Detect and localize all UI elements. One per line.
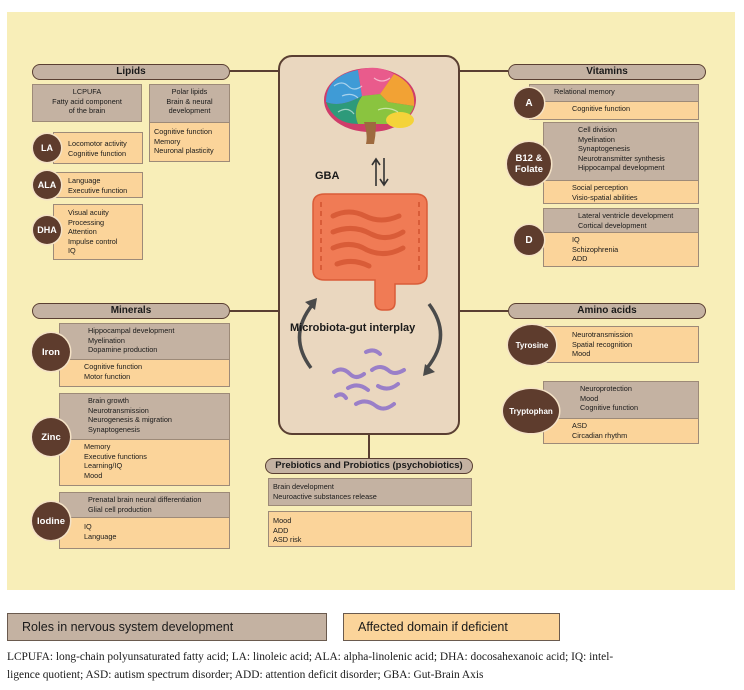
footnote-line-1: LCPUFA: long-chain polyunsaturated fatty… [7, 651, 614, 663]
vitamin-a-circle: A [514, 88, 544, 118]
la-deficit-box: Locomotor activity Cognitive function [53, 132, 143, 164]
brain-icon [324, 67, 416, 144]
probiotics-header: Prebiotics and Probiotics (psychobiotics… [265, 458, 473, 474]
tryptophan-box: Neuroprotection Mood Cognitive function … [543, 381, 699, 444]
amino-acids-header: Amino acids [508, 303, 706, 319]
iodine-circle: Iodine [32, 502, 70, 540]
la-circle: LA [33, 134, 61, 162]
zinc-circle: Zinc [32, 418, 70, 456]
lipids-header: Lipids [32, 64, 230, 80]
footnote-line-2: ligence quotient; ASD: autism spectrum d… [7, 669, 484, 681]
vitamin-d-box: Lateral ventricle development Cortical d… [543, 208, 699, 267]
dha-deficit-box: Visual acuity Processing Attention Impul… [53, 204, 143, 260]
vitamin-b12-folate-box: Cell division Myelination Synaptogenesis… [543, 122, 699, 204]
microbiota-gut-interplay-label: Microbiota-gut interplay [290, 322, 416, 334]
tyrosine-circle: Tyrosine [508, 325, 556, 365]
tyrosine-role-box: Neurotransmission Spatial recognition Mo… [543, 326, 699, 363]
cycle-arrows-icon [297, 298, 443, 376]
ala-deficit-box: Language Executive function [53, 172, 143, 198]
tryptophan-circle: Tryptophan [503, 389, 559, 433]
vitamin-b12-folate-circle: B12 & Folate [507, 142, 551, 186]
legend-roles: Roles in nervous system development [7, 613, 327, 641]
probiotics-deficit-box: Mood ADD ASD risk [268, 511, 472, 547]
iron-circle: Iron [32, 333, 70, 371]
vitamin-d-circle: D [514, 225, 544, 255]
legend-deficit: Affected domain if deficient [343, 613, 560, 641]
ala-circle: ALA [33, 171, 61, 199]
minerals-header: Minerals [32, 303, 230, 319]
dha-circle: DHA [33, 216, 61, 244]
intestine-icon [312, 193, 428, 311]
polar-lipids-box: Polar lipids Brain & neural development … [149, 84, 230, 162]
bidirectional-arrow-icon [371, 157, 389, 187]
vitamin-a-box: Relational memory Cognitive function [529, 84, 699, 120]
bacteria-icon [332, 348, 406, 411]
iron-box: Hippocampal development Myelination Dopa… [59, 323, 230, 387]
probiotics-role-box: Brain development Neuroactive substances… [268, 478, 472, 506]
iodine-box: Prenatal brain neural differentiation Gl… [59, 492, 230, 549]
gba-label: GBA [315, 170, 340, 182]
zinc-box: Brain growth Neurotransmission Neurogene… [59, 393, 230, 486]
vitamins-header: Vitamins [508, 64, 706, 80]
lcpufa-role-box: LCPUFA Fatty acid component of the brain [32, 84, 142, 122]
